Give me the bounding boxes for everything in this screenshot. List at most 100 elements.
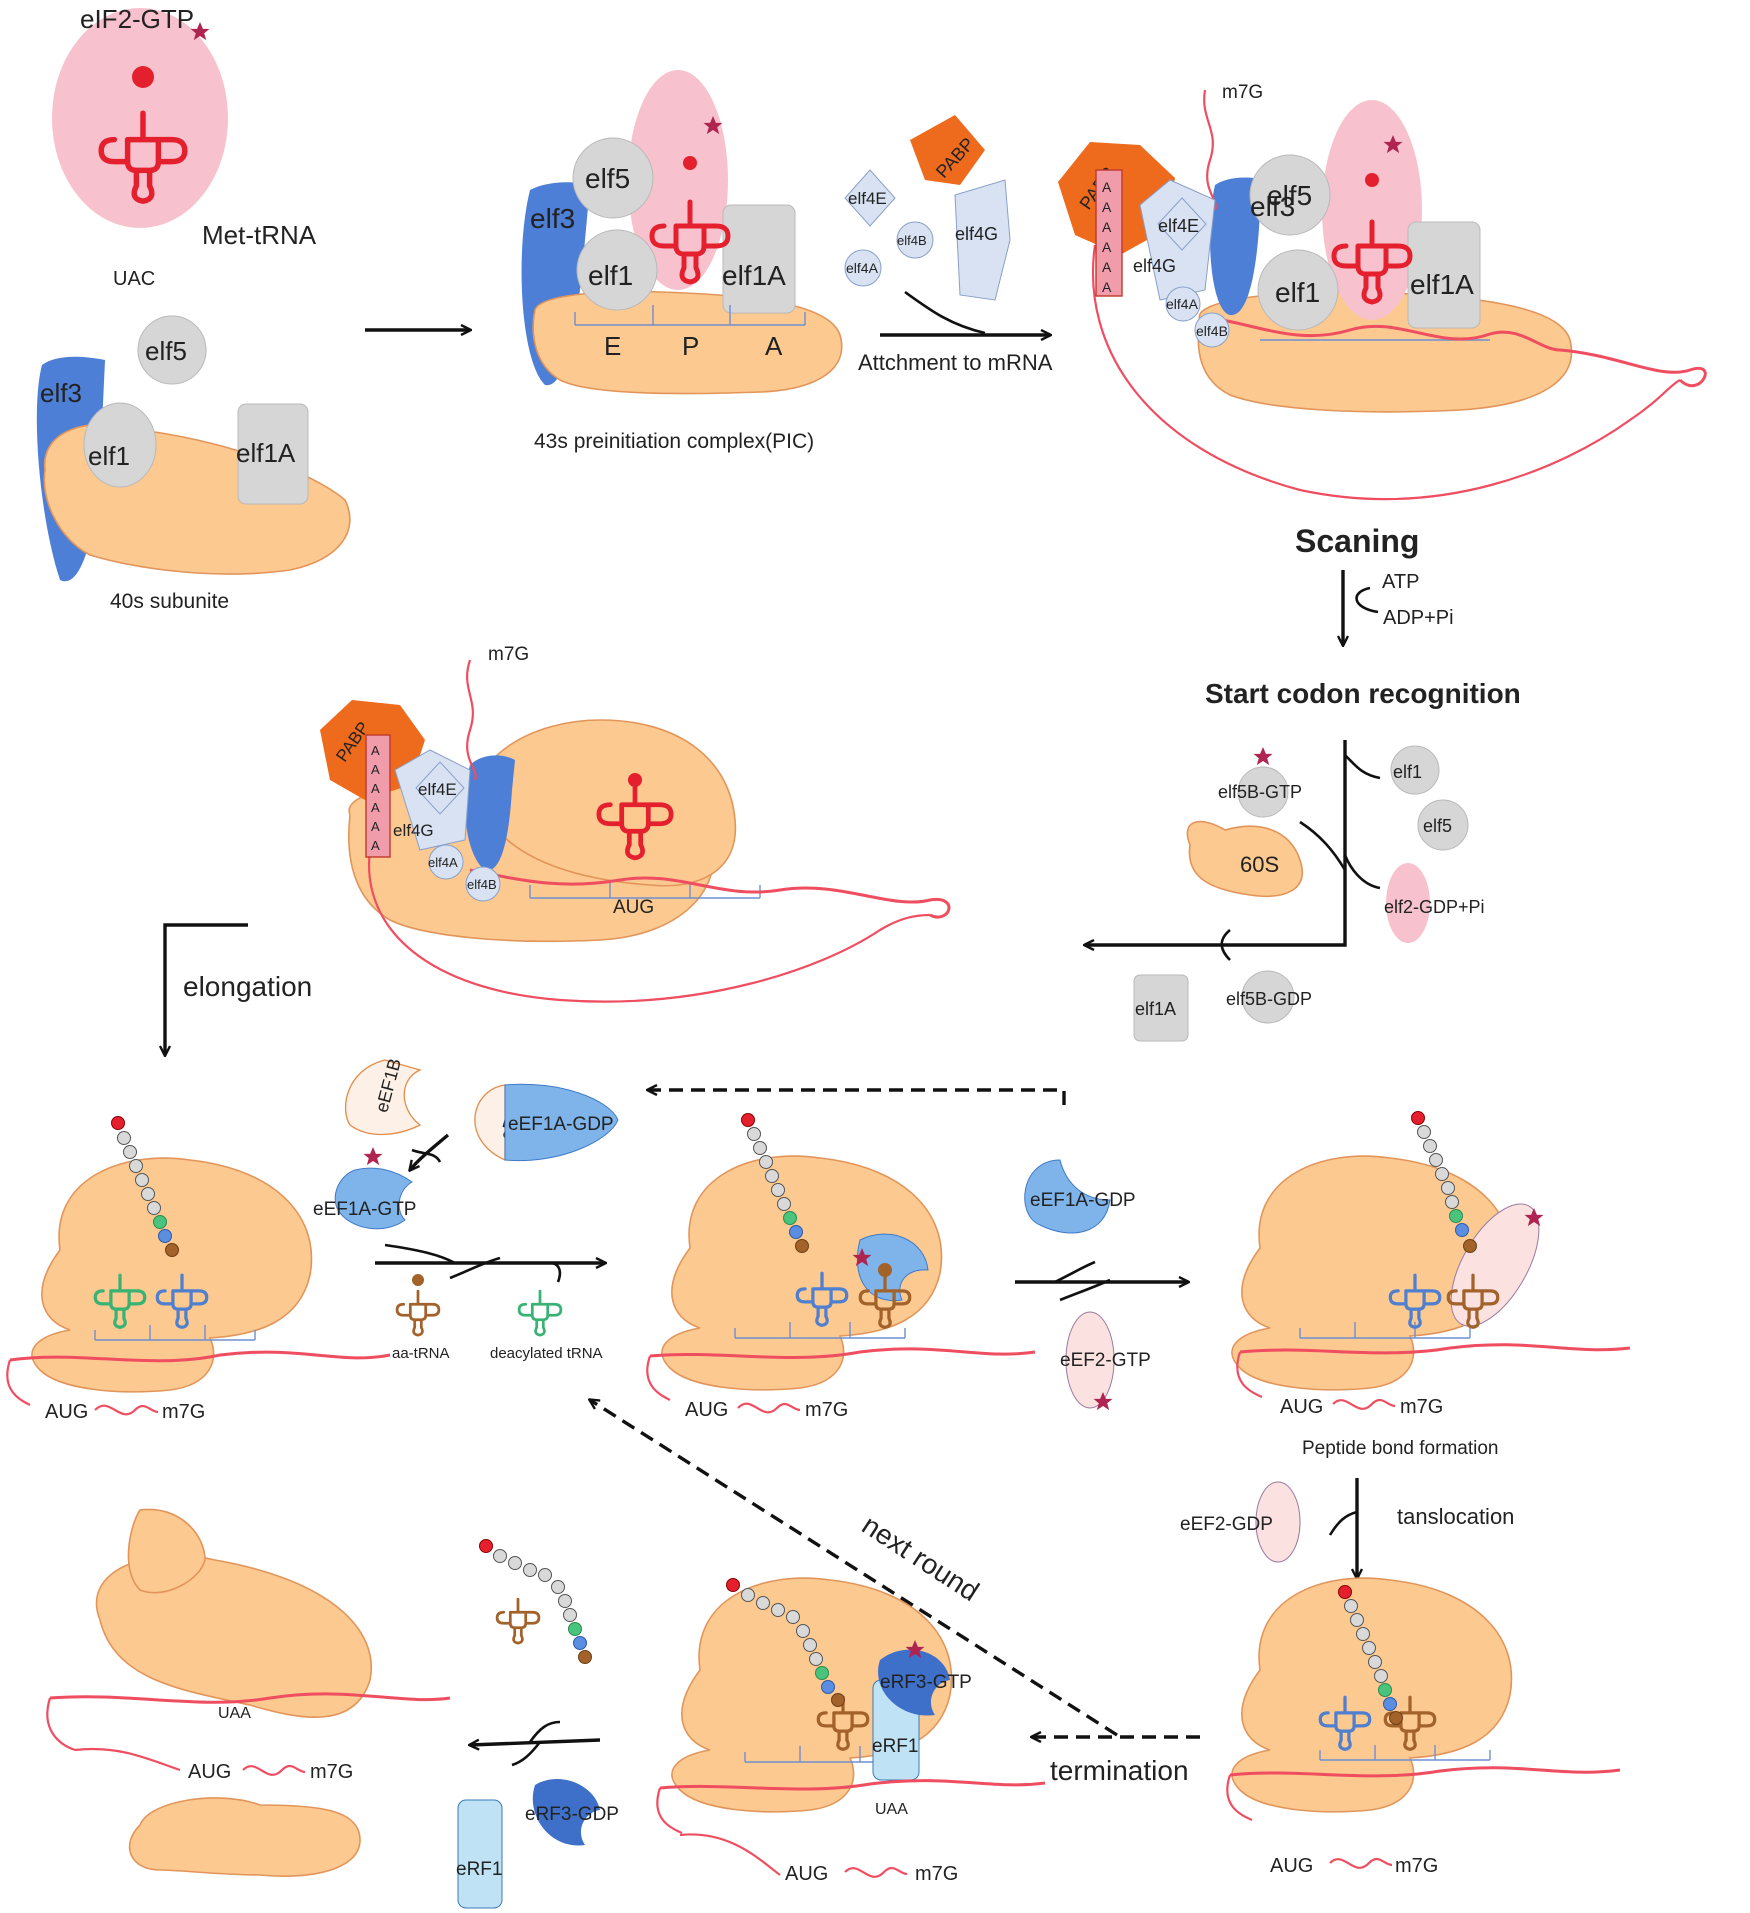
poly-a-letters: A A A A A A: [371, 743, 380, 853]
release-arrow-icon: [1343, 854, 1381, 890]
elf4b-circle: [896, 221, 934, 259]
peptide-chain: [726, 1578, 845, 1707]
m7g-label: m7G: [310, 1761, 353, 1783]
elf5-label: elf5: [1423, 816, 1452, 836]
mrna-linker: [679, 1833, 781, 1876]
ribosome-site-ruler: [744, 1746, 916, 1763]
mrna-linker: [74, 1748, 181, 1772]
m7g-label: m7G: [1400, 1396, 1443, 1418]
branch-arrow-icon: [384, 1243, 456, 1265]
eef2-step: eEF1A-GDP eEF2-GTP: [1015, 1159, 1188, 1411]
elongation-ribosome-d: AUG m7G: [1226, 1577, 1621, 1877]
elf4b-circle: [465, 866, 501, 902]
mrna-strand: [1239, 1343, 1631, 1355]
release-step: eRF1 eRF3-GDP: [456, 1539, 619, 1909]
uaa-label: UAA: [875, 1801, 908, 1818]
attached-complex: m7G PABP A A A A A A elf4E elf4G elf4A e…: [1058, 82, 1707, 501]
peptide-bead: [508, 1556, 522, 1570]
mrna-strand: [1229, 1766, 1621, 1778]
elf1-label: elf1: [88, 441, 130, 471]
arrow-icon: [165, 923, 248, 1055]
peptide-bead: [1417, 1125, 1431, 1139]
m7g-label: m7G: [915, 1863, 958, 1885]
elf1a-box: [1133, 974, 1189, 1042]
poly-a-letter: A: [371, 762, 380, 777]
uac-label: UAC: [113, 268, 155, 290]
s60-label: 60S: [1240, 852, 1279, 877]
poly-a-letters: A A A A A A: [1102, 179, 1112, 295]
elf1a-label: elf1A: [722, 260, 786, 291]
peptide-bead: [538, 1568, 552, 1582]
elf5b-gtp-label: elf5B-GTP: [1218, 782, 1302, 802]
ribosome-site-ruler: [734, 1322, 906, 1339]
peptide-bead: [753, 1141, 767, 1155]
eef1a-gdp-label: eEF1A-GDP: [508, 1114, 614, 1135]
peptide-bead: [821, 1680, 835, 1694]
eef1b-shape: [344, 1059, 422, 1136]
elf4-free-factors: PABP elf4E elf4B elf4G elf4A: [844, 115, 1011, 301]
methionine-dot: [132, 66, 154, 88]
aug-label: AUG: [685, 1399, 728, 1421]
eef1a-gtp-shape: [334, 1167, 413, 1230]
attachment-label: Attchment to mRNA: [858, 350, 1053, 375]
peptide-bead: [135, 1173, 149, 1187]
elf5-circle: [572, 137, 654, 219]
eef2-gtp-shape: [1065, 1311, 1115, 1409]
subunit-60s-shape: [1186, 820, 1303, 897]
mrna-strand: [1211, 316, 1707, 388]
branch-arrow-icon: [449, 1256, 501, 1280]
aug-label: AUG: [1280, 1396, 1323, 1418]
mrna-end: [656, 1787, 683, 1835]
peptide-bond-label: Peptide bond formation: [1302, 1438, 1498, 1459]
adp-pi-label: ADP+Pi: [1383, 607, 1454, 629]
peptide-chain: [741, 1113, 809, 1253]
elf1-circle: [1257, 249, 1339, 331]
elf1a-label: elf1A: [236, 438, 296, 468]
branch-arrow-icon: [904, 290, 986, 335]
elf1a-box: [1407, 221, 1481, 329]
mrna-loop: [1091, 244, 1681, 501]
peptide-bead: [568, 1622, 582, 1636]
eef1a-gdp-label: eEF1A-GDP: [1030, 1190, 1136, 1211]
poly-a-letter: A: [371, 819, 380, 834]
peptide-bead: [551, 1580, 565, 1594]
trna-cloverleaf-icon: [395, 1289, 441, 1337]
elf4e-label: elf4E: [418, 780, 457, 799]
elf1a-label: elf1A: [1410, 269, 1474, 300]
erf3-gdp-shape: [532, 1779, 600, 1846]
elf4g-label: elf4G: [393, 821, 434, 840]
elf4a-label: elf4A: [428, 855, 458, 870]
pic-label: 43s preinitiation complex(PIC): [534, 430, 814, 453]
mrna-end: [1226, 1774, 1253, 1822]
peptide-bead: [1378, 1683, 1392, 1697]
pabp-shape: [910, 115, 985, 185]
elf5-circle: [137, 315, 207, 385]
elf4b-label: elf4B: [467, 877, 497, 892]
peptide-n-terminus-bead: [1411, 1111, 1425, 1125]
release-arrow-icon: [1344, 754, 1381, 780]
pic-group: elf3 elf5 elf1 elf1A E P A 43s preinitia…: [521, 70, 843, 453]
branch-arrow-icon: [1054, 1260, 1096, 1284]
amino-acid-dot: [412, 1274, 424, 1286]
scanning-label: Scaning: [1295, 523, 1419, 559]
trna-cloverleaf-icon: [495, 1597, 541, 1645]
peptide-bead: [741, 1588, 755, 1602]
peptide-bead: [1374, 1669, 1388, 1683]
release-arrow-icon: [1220, 929, 1231, 961]
peptide-bead: [796, 1624, 810, 1638]
elf4b-label: elf4B: [897, 233, 927, 248]
eif2-complex: eIF2-GTP Met-tRNA UAC: [52, 4, 317, 290]
poly-a-tail: [365, 734, 391, 858]
elongation-label: elongation: [183, 971, 312, 1002]
elf5-circle: [1249, 154, 1331, 236]
arrow-icon: [1085, 740, 1347, 945]
translocation-label: tanslocation: [1397, 1504, 1514, 1529]
eef2-gdp-shape: [1255, 1481, 1301, 1563]
peptide-bead: [1368, 1655, 1382, 1669]
peptide-bead: [765, 1169, 779, 1183]
trna-cloverleaf-icon: [517, 1289, 563, 1337]
erf1-label: eRF1: [872, 1736, 918, 1757]
erf3-gtp-label: eRF3-GTP: [880, 1672, 972, 1693]
